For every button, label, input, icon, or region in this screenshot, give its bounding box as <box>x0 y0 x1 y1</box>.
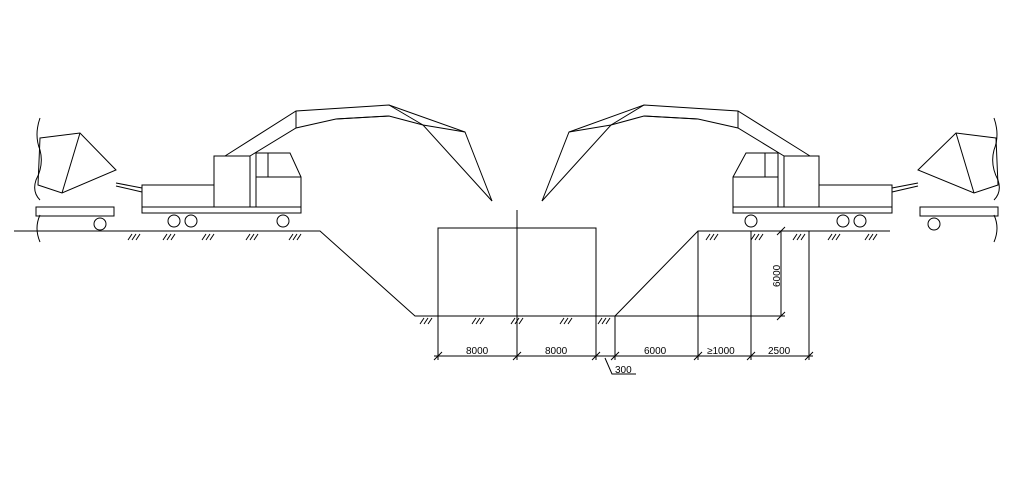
right-crane-truck <box>541 104 893 228</box>
right-mixer-truck <box>891 117 1000 243</box>
horizontal-dimensions: 8000 8000 6000 ≥1000 2500 300 <box>433 231 814 376</box>
dim-w3: 6000 <box>644 346 667 357</box>
depth-label: 6000 <box>772 264 783 287</box>
dim-w1: 8000 <box>466 346 489 357</box>
dim-w2: 8000 <box>545 346 568 357</box>
ground-hatch-icon <box>127 233 878 325</box>
ground-profile <box>14 210 890 317</box>
depth-dimension: 6000 <box>615 226 790 321</box>
concrete-mixer-truck-icon <box>992 117 1000 243</box>
dim-gap: 300 <box>615 365 632 376</box>
concrete-mixer-truck-icon <box>34 117 42 243</box>
left-crane-truck <box>141 104 493 228</box>
dim-w4: ≥1000 <box>707 346 735 357</box>
dim-w5: 2500 <box>768 346 791 357</box>
left-mixer-truck <box>34 117 143 243</box>
